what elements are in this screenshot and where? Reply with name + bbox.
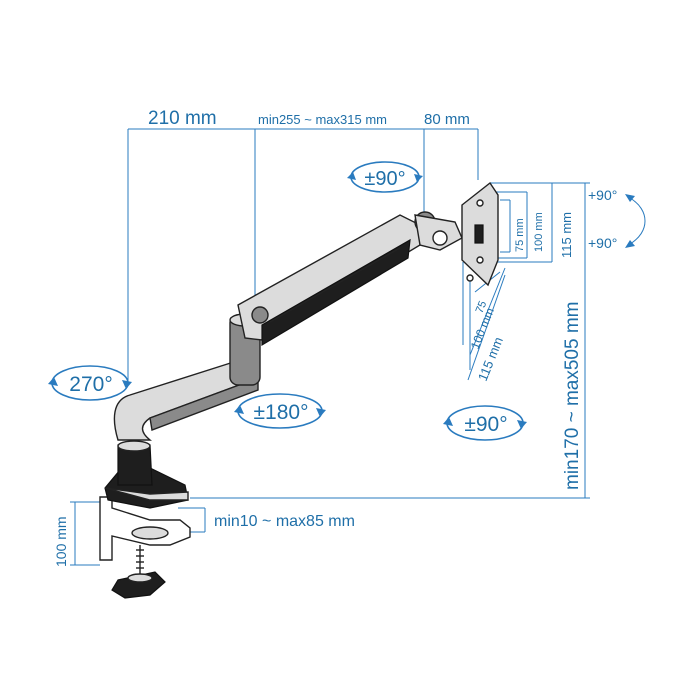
badge-head-swivel-text: ±90° xyxy=(464,413,507,436)
label-arm-reach: 210 mm xyxy=(148,108,217,129)
upper-arm-edge xyxy=(269,247,401,323)
label-rotation-bottom: +90° xyxy=(588,235,617,251)
badge-arm-swivel: ±180° xyxy=(234,393,326,429)
rotation-arrow-bottom xyxy=(625,240,635,248)
label-clamp-range: min10 ~ max85 mm xyxy=(214,513,355,530)
badge-head-swivel: ±90° xyxy=(443,405,527,441)
upper-arm-spring xyxy=(261,238,411,347)
pole-cap xyxy=(117,440,151,452)
vesa-100w-line xyxy=(469,267,506,356)
label-arm-range: min255 ~ max315 mm xyxy=(258,112,387,127)
label-rotation-top: +90° xyxy=(588,187,617,203)
badge-base-swivel-text: 270° xyxy=(69,373,112,396)
label-vesa-75-h: 75 mm xyxy=(514,218,526,252)
badge-tilt: ±90° xyxy=(347,161,423,193)
vesa-center xyxy=(474,224,484,244)
vesa-hole-1 xyxy=(476,199,484,207)
vesa-hole-2 xyxy=(476,256,484,264)
label-height-range: min170 ~ max505 mm xyxy=(562,302,583,491)
label-head-depth: 80 mm xyxy=(424,111,470,128)
lower-arm-side xyxy=(149,376,259,431)
dimension-lines xyxy=(70,128,590,566)
upper-arm-pivot xyxy=(251,306,269,324)
label-clamp-height: 100 mm xyxy=(53,516,69,567)
label-vesa-75-w: 75 xyxy=(474,299,490,315)
rotation-indicator xyxy=(625,194,646,248)
badge-base-swivel: 270° xyxy=(48,365,132,401)
rotation-arrow-top xyxy=(625,194,635,202)
vesa-hole-3 xyxy=(466,274,474,282)
desk-base-top xyxy=(104,487,189,501)
clamp-pad xyxy=(127,573,153,583)
label-vesa-115-h: 115 mm xyxy=(559,212,574,258)
badge-arm-swivel-text: ±180° xyxy=(254,401,309,424)
badge-tilt-text: ±90° xyxy=(364,168,405,190)
label-vesa-100-h: 100 mm xyxy=(533,212,545,252)
tilt-knob xyxy=(432,230,448,246)
rotation-arc xyxy=(629,197,646,245)
clamp-assembly xyxy=(99,496,191,599)
vesa-115w-line xyxy=(467,274,506,381)
clamp-plate xyxy=(131,526,169,540)
monitor-arm-illustration xyxy=(99,181,499,599)
